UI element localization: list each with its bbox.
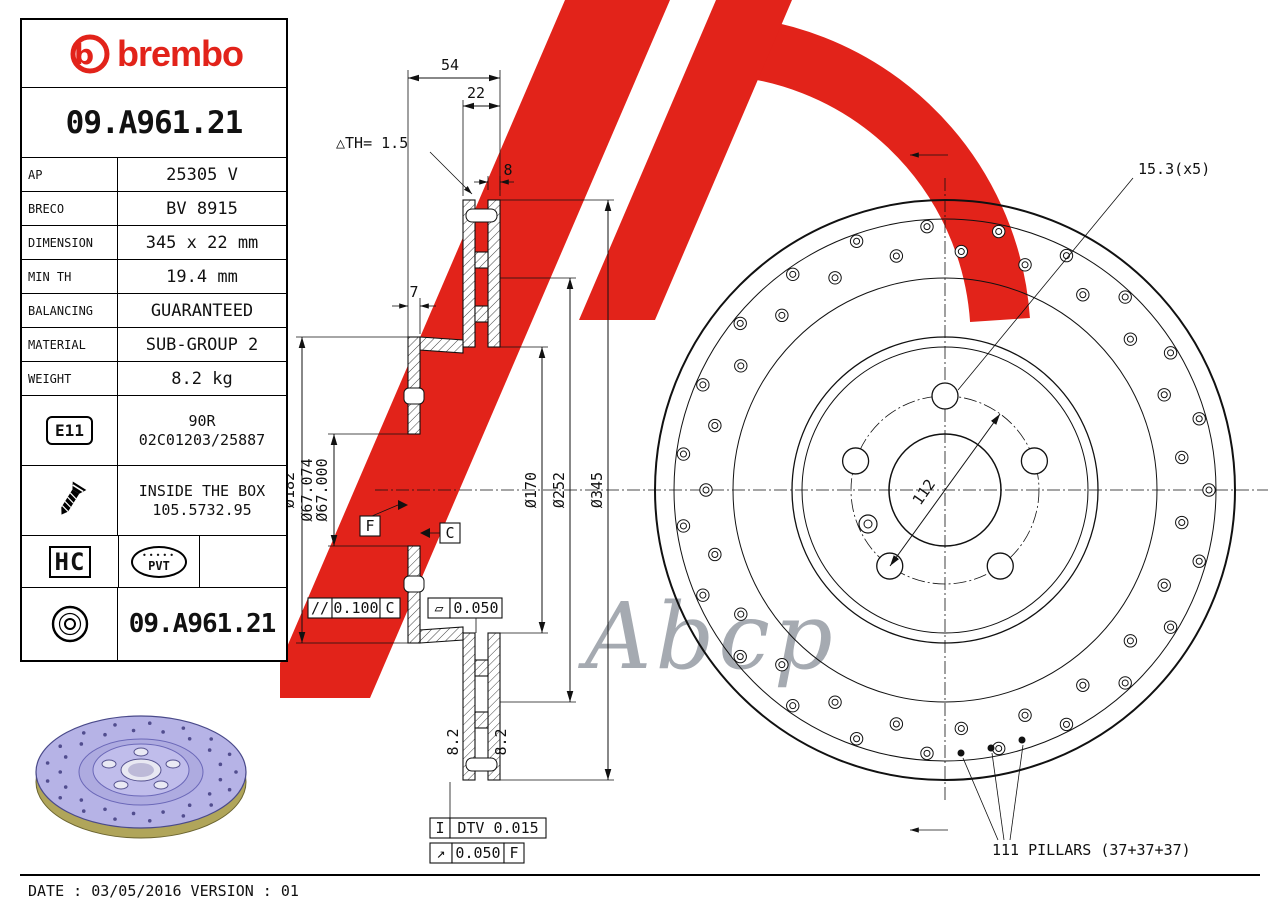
- disc-photo-drill-holes: [45, 721, 238, 823]
- datum-c: C: [445, 524, 454, 542]
- brembo-logo-icon: b: [70, 34, 110, 73]
- spec-value: 345 x 22 mm: [145, 232, 259, 253]
- dim-th: △TH= 1.5: [336, 134, 408, 152]
- vent-width-label: 8.2: [444, 728, 462, 755]
- flatness-value: 0.050: [453, 599, 498, 617]
- homologation-row: E11 90R 02C01203/25887: [22, 396, 286, 466]
- spec-value: 25305 V: [166, 164, 238, 185]
- footer-text: DATE : 03/05/2016 VERSION : 01: [28, 882, 299, 900]
- tolerance-frames: F C // 0.100 C ▱ 0.050 I DTV 0.015 ↗ 0.0…: [307, 500, 547, 864]
- spec-label: WEIGHT: [22, 362, 118, 395]
- spec-label: BALANCING: [22, 294, 118, 327]
- spec-table: b brembo 09.A961.21 AP 25305 V BRECO BV …: [20, 18, 288, 662]
- inside-box-line2: 105.5732.95: [152, 500, 252, 519]
- spec-value: 8.2 kg: [171, 368, 233, 389]
- dim-22: 22: [467, 84, 485, 102]
- datum-f: F: [365, 517, 374, 535]
- dim-d67-hi: Ø67.074: [298, 458, 316, 521]
- e11-badge: E11: [46, 416, 93, 445]
- pvt-dots: •••••: [141, 550, 177, 560]
- front-view-annotations: 15.3(x5) 112 111 PILLARS (37+37+37): [889, 152, 1210, 859]
- brand-name: brembo: [116, 32, 244, 74]
- dim-8: 8: [503, 161, 512, 179]
- part-number-row: 09.A961.21: [22, 88, 286, 158]
- bolt-circle-dim: 112: [909, 476, 939, 509]
- parallelism-value: 0.100: [333, 599, 378, 617]
- svg-text:b: b: [74, 38, 94, 71]
- hc-badge: HC: [48, 545, 92, 578]
- disc-photo: [35, 715, 247, 839]
- pvt-badge: ••••• PVT: [130, 545, 188, 578]
- spec-label: MATERIAL: [22, 328, 118, 361]
- inside-box-row: INSIDE THE BOX 105.5732.95: [22, 466, 286, 536]
- dim-54: 54: [441, 56, 459, 74]
- pvt-label: PVT: [148, 558, 170, 573]
- homologation-line1: 90R: [188, 411, 216, 430]
- parallelism-datum: C: [385, 599, 394, 617]
- section-dimensions: 54 22 △TH= 1.5 8 7 Ø182 Ø67.074 Ø67.000: [280, 56, 614, 781]
- cross-section-view: [403, 199, 501, 781]
- parallelism-symbol: //: [311, 599, 329, 617]
- runout-symbol: ↗: [436, 844, 445, 862]
- runout-value: 0.050: [455, 844, 500, 862]
- spec-row-weight: WEIGHT 8.2 kg: [22, 362, 286, 396]
- brand-header: b brembo: [22, 20, 286, 88]
- vent-width-label: 8.2: [492, 728, 510, 755]
- spec-row-breco: BRECO BV 8915: [22, 192, 286, 226]
- dtv-value: DTV 0.015: [457, 819, 538, 837]
- spec-row-balancing: BALANCING GUARANTEED: [22, 294, 286, 328]
- part-number: 09.A961.21: [65, 104, 244, 141]
- dtv-symbol: I: [435, 819, 444, 837]
- dim-d67-lo: Ø67.000: [313, 458, 331, 521]
- spec-label: AP: [22, 158, 118, 191]
- spec-label: MIN TH: [22, 260, 118, 293]
- pillar-dot: [987, 744, 995, 752]
- disc-icon: [51, 605, 88, 643]
- pillar-dot: [1018, 736, 1026, 744]
- spec-row-minth: MIN TH 19.4 mm: [22, 260, 286, 294]
- spec-value: GUARANTEED: [150, 300, 254, 321]
- dim-d252: Ø252: [550, 472, 568, 508]
- dim-7: 7: [409, 283, 418, 301]
- disc-part-number: 09.A961.21: [128, 609, 277, 639]
- spec-row-material: MATERIAL SUB-GROUP 2: [22, 328, 286, 362]
- pillars-label: 111 PILLARS (37+37+37): [992, 841, 1191, 859]
- runout-datum: F: [509, 844, 518, 862]
- homologation-line2: 02C01203/25887: [138, 430, 266, 449]
- pillar-dot: [957, 749, 965, 757]
- dim-d170: Ø170: [522, 472, 540, 508]
- drill-holes: [676, 219, 1216, 761]
- footer-divider: [20, 874, 1260, 876]
- technical-drawing: Abcp 54 22 △TH= 1.5: [280, 0, 1268, 864]
- flatness-symbol: ▱: [434, 599, 443, 617]
- spec-row-dimension: DIMENSION 345 x 22 mm: [22, 226, 286, 260]
- spec-label: BRECO: [22, 192, 118, 225]
- dim-d345: Ø345: [588, 472, 606, 508]
- spec-row-ap: AP 25305 V: [22, 158, 286, 192]
- spec-value: 19.4 mm: [166, 266, 238, 287]
- screw-icon: [60, 480, 86, 515]
- spec-label: DIMENSION: [22, 226, 118, 259]
- bolt-hole-dim: 15.3(x5): [1138, 160, 1210, 178]
- spec-value: SUB-GROUP 2: [145, 334, 259, 355]
- coating-row: HC ••••• PVT: [22, 536, 286, 588]
- disc-part-row: 09.A961.21: [22, 588, 286, 660]
- inside-box-line1: INSIDE THE BOX: [138, 481, 266, 500]
- spec-value: BV 8915: [166, 198, 238, 219]
